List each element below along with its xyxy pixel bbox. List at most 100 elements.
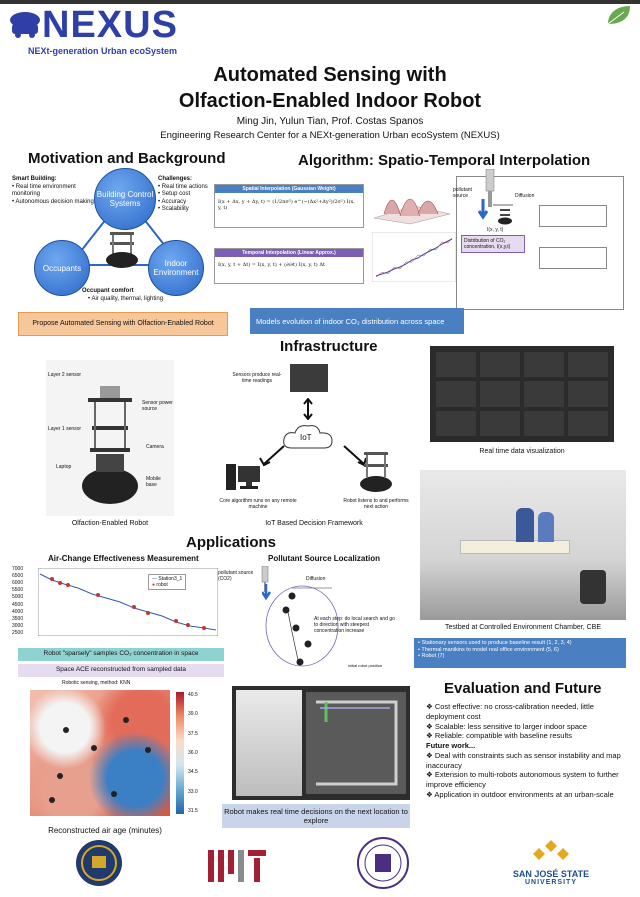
proposal-text: Propose Automated Sensing with Olfaction…	[32, 319, 214, 327]
each-step-text: At each step: do local search and go to …	[314, 616, 395, 634]
dashboard-tile	[480, 352, 520, 378]
pollutant-source-text: pollutant source (CO2)	[218, 570, 254, 582]
testbed-notes: Stationary sensors used to produce basel…	[414, 638, 626, 668]
layer1-label: Layer 1 sensor	[48, 426, 82, 432]
computer-icon	[226, 464, 260, 490]
future-item: ❖ Extension to multi-robots autonomous s…	[426, 770, 619, 789]
realtime-note-box: Robot makes real time decisions on the n…	[222, 804, 410, 828]
ytick: 7000	[12, 566, 24, 572]
pollutant-source-label: pollutant source	[453, 187, 472, 199]
mini-robot-icon	[498, 209, 512, 225]
manikin-1	[516, 508, 534, 542]
sensor-pole-icon	[485, 169, 495, 207]
pollutant-diagram: pollutant source (CO2) Diffusion At each…	[218, 566, 402, 676]
circle-label: Indoor Environment	[153, 259, 199, 277]
list-item: Stationary sensors used to produce basel…	[418, 640, 622, 647]
cbar-tick: 31.5	[188, 807, 198, 814]
dashboard-tile	[480, 410, 520, 436]
temporal-label: Temporal Interpolation (Linear Approx.)	[215, 249, 363, 257]
testbed-robot	[580, 570, 606, 604]
diffusion-arrows	[477, 199, 513, 220]
eval-item: ❖ Reliable: compatible with baseline res…	[426, 731, 572, 741]
robot-tower-illustration	[82, 386, 138, 504]
nexus-car-icon	[10, 12, 40, 38]
top-bar	[0, 0, 640, 4]
models-note-box: Models evolution of indoor CO₂ distribut…	[250, 308, 464, 344]
ixyt-label: I(x, y, t)	[487, 227, 504, 233]
legend-robot-label: robot	[156, 582, 168, 588]
iot-label: IoT	[300, 433, 312, 442]
ace-yaxis-labels: 7000 6500 6000 5500 5000 4500 4000 3500 …	[12, 566, 36, 636]
ace-note-box: Space ACE reconstructed from sampled dat…	[18, 664, 224, 677]
robot-photo: Layer 2 sensor Sensor power source Layer…	[46, 360, 174, 516]
sjsu-logo: SAN JOSÉ STATE UNIVERSITY	[496, 838, 606, 890]
comfort-list: Air quality, thermal, lighting	[82, 296, 192, 304]
list-item: Real time actions	[158, 184, 218, 192]
list-item: Air quality, thermal, lighting	[88, 296, 192, 304]
future-item-text: Deal with constraints such as sensor ins…	[426, 750, 621, 770]
future-item: ❖ Application in outdoor environments at…	[426, 789, 614, 799]
eval-item-text: Reliable: compatible with baseline resul…	[434, 731, 572, 741]
ytick: 6500	[12, 573, 24, 580]
spatial-interp-panel: Spatial Interpolation (Gaussian Weight) …	[214, 184, 364, 228]
core-algo-label: Core algorithm runs on any remote machin…	[219, 498, 297, 510]
dashboard-tile	[436, 410, 476, 436]
circle-label: Occupants	[42, 263, 82, 273]
list-item: Real time environment monitoring	[12, 184, 102, 199]
list-item: Robot (7)	[418, 653, 622, 660]
sjsu-line2: UNIVERSITY	[524, 879, 577, 886]
title-line1: Automated Sensing with	[213, 64, 447, 86]
future-item-text: Application in outdoor environments at a…	[434, 789, 614, 799]
co2-dist-box: Distribution of CO₂ concentration, I(x,y…	[461, 235, 525, 253]
testbed-list: Stationary sensors used to produce basel…	[418, 640, 622, 660]
ytick: 3500	[12, 615, 24, 622]
ytick: 4500	[12, 601, 24, 608]
cbar-tick: 33.0	[188, 788, 198, 795]
circle-building-control: Building Control Systems	[94, 168, 156, 230]
dashboard-tile	[524, 352, 564, 378]
circle-occupants: Occupants	[34, 240, 90, 296]
eval-item-text: Cost effective: no cross-calibration nee…	[426, 702, 594, 721]
temporal-interp-panel: Temporal Interpolation (Linear Approx.) …	[214, 248, 364, 284]
spatial-formula: I(x + Δx, y + Δy, t) = (1/2πσ²) e^(−(Δx²…	[218, 199, 355, 211]
robot-caption: Olfaction-Enabled Robot	[71, 520, 149, 527]
realtime-note-text: Robot makes real time decisions on the n…	[224, 806, 408, 825]
future-item-text: Extension to multi-robots autonomous sys…	[426, 770, 619, 789]
list-item: Scalability	[158, 206, 218, 214]
proposal-box: Propose Automated Sensing with Olfaction…	[18, 312, 228, 336]
dashboard-tile	[568, 410, 608, 436]
manikin-2	[538, 512, 554, 542]
testbed-table	[460, 540, 570, 554]
explored-map	[306, 692, 406, 794]
challenges-list: Real time actions Setup cost Accuracy Sc…	[158, 184, 218, 214]
sensor-board-photo	[290, 364, 328, 392]
challenges-block: Challenges: Real time actions Setup cost…	[158, 176, 218, 214]
sparse-note-box: Robot "sparsely" samples CO₂ concentrati…	[18, 648, 224, 661]
robot-small-icon	[360, 452, 392, 492]
heatmap	[30, 690, 170, 816]
authors: Ming Jin, Yulun Tian, Prof. Costas Spano…	[236, 116, 424, 127]
ace-plot-area	[38, 568, 218, 636]
realtime-caption: Real time data visualization	[479, 448, 565, 455]
list-item: Autonomous decision making	[12, 199, 102, 207]
smart-building-list: Real time environment monitoring Autonom…	[12, 184, 102, 207]
eval-item: ❖ Scalable: less sensitive to larger ind…	[426, 721, 587, 731]
legend-station: — Station3_1	[152, 576, 183, 582]
room-rect-1	[539, 205, 607, 227]
mit-logo	[206, 846, 270, 884]
leaf-icon	[607, 6, 630, 25]
smart-building-heading: Smart Building:	[12, 176, 57, 182]
arrows-down-icon	[259, 445, 367, 467]
localization-path	[262, 584, 339, 667]
cbar-tick: 34.5	[188, 769, 198, 776]
laptop-label: Laptop	[56, 464, 72, 470]
temporal-formula: I(x, y, t + Δt) = I(x, y, t) + (∂/∂t) I(…	[218, 262, 325, 268]
ytick: 2500	[12, 629, 24, 636]
init-robot-text: initial robot position	[348, 663, 383, 668]
pollutant-title: Pollutant Source Localization	[268, 554, 381, 563]
future-item: ❖ Deal with constraints such as sensor i…	[426, 750, 621, 770]
list-item: Setup cost	[158, 191, 218, 199]
dashboard-tile	[436, 352, 476, 378]
sjsu-mark	[533, 840, 569, 860]
dashboard-tile	[568, 381, 608, 407]
